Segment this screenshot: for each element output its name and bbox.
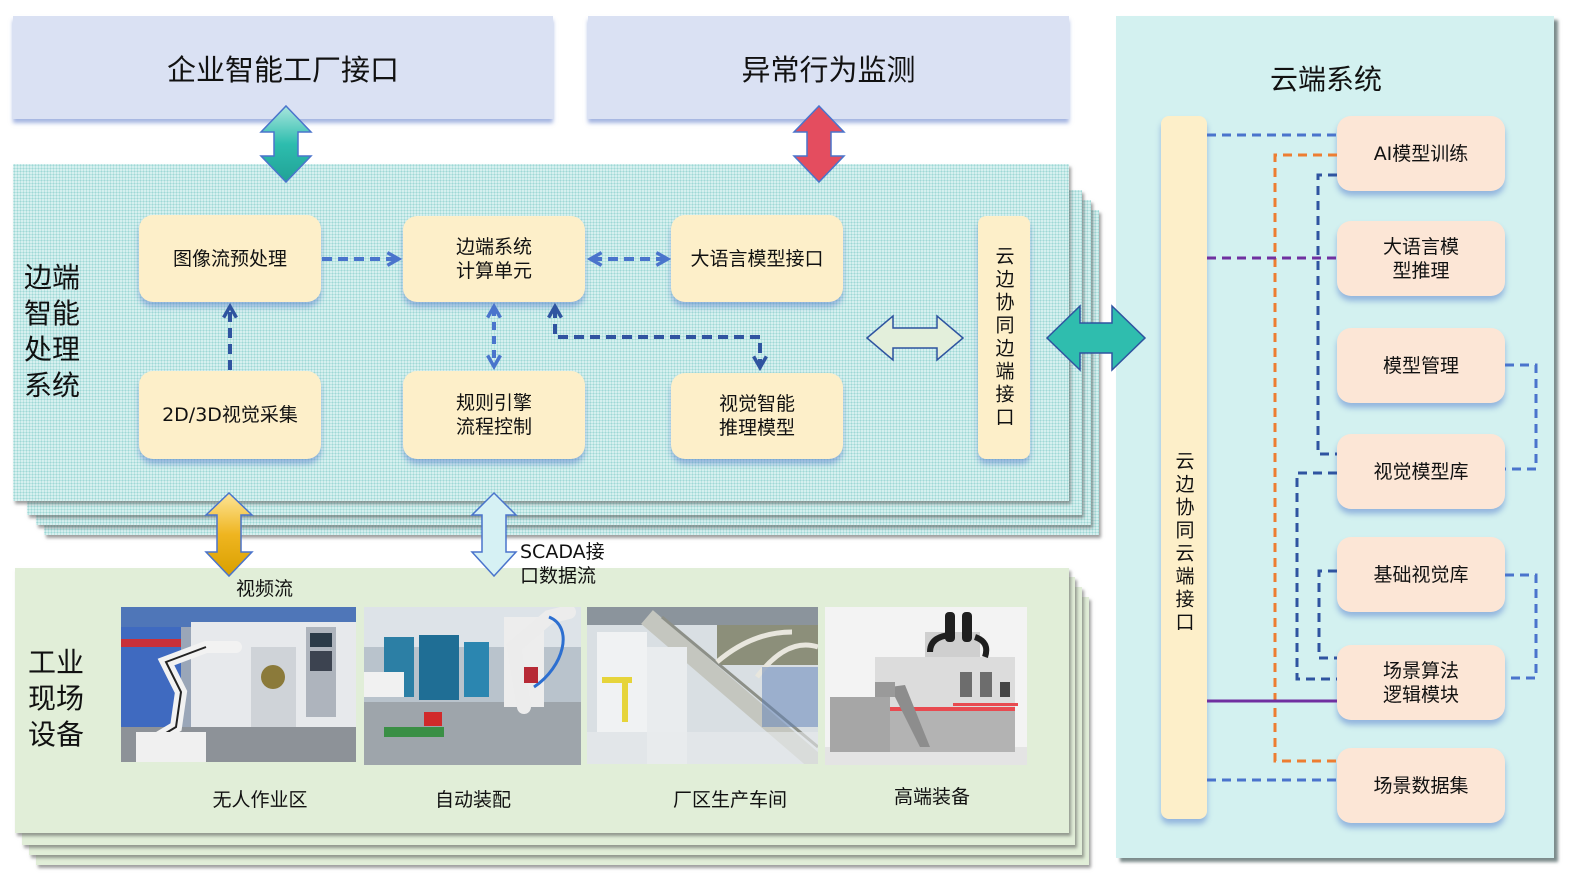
- llm-interface-module[interactable]: 大语言模型接口: [671, 215, 843, 302]
- assembly-line-photo: [364, 607, 581, 765]
- scada-stream-label: SCADA接 口数据流: [520, 541, 605, 587]
- robot-cnc-photo: [121, 607, 356, 762]
- cloud-module-ai-training[interactable]: AI模型训练: [1337, 116, 1505, 191]
- cloud-module-scene-algorithm[interactable]: 场景算法 逻辑模块: [1337, 645, 1505, 720]
- cloud-module-label: 场景数据集: [1373, 774, 1469, 797]
- cloud-module-label: 大语言模 型推理: [1382, 235, 1459, 282]
- rule-engine-module[interactable]: 规则引擎 流程控制: [403, 371, 585, 459]
- vision-capture-label: 2D/3D视觉采集: [162, 404, 298, 426]
- caption-high-end-equipment: 高端装备: [893, 786, 970, 808]
- enterprise-interface-label: 企业智能工厂接口: [166, 52, 399, 87]
- cloud-module-base-vision-library[interactable]: 基础视觉库: [1337, 537, 1505, 612]
- image-preprocess-label: 图像流预处理: [172, 247, 287, 270]
- enterprise-interface-box[interactable]: 企业智能工厂接口: [13, 16, 553, 119]
- caption-auto-assembly: 自动装配: [434, 789, 511, 811]
- cloud-module-model-management[interactable]: 模型管理: [1337, 328, 1505, 403]
- vision-capture-module[interactable]: 2D/3D视觉采集: [139, 371, 321, 459]
- cloud-module-label: 场景算法 逻辑模块: [1382, 659, 1459, 706]
- compute-unit-label: 边端系统 计算单元: [455, 236, 532, 282]
- machining-center-photo: [825, 607, 1027, 765]
- edge-cloud-interface-label: 云边协同边端接口: [992, 245, 1015, 430]
- vision-inference-module[interactable]: 视觉智能 推理模型: [671, 373, 843, 459]
- cloud-module-label: 基础视觉库: [1373, 563, 1469, 586]
- llm-interface-label: 大语言模型接口: [690, 247, 824, 270]
- cloud-module-scene-dataset[interactable]: 场景数据集: [1337, 748, 1505, 823]
- cloud-module-vision-model-library[interactable]: 视觉模型库: [1337, 434, 1505, 509]
- edge-section-title: 边端 智能 处理 系统: [24, 261, 81, 402]
- vision-inference-label: 视觉智能 推理模型: [718, 393, 795, 439]
- video-stream-label: 视频流: [236, 578, 294, 600]
- anomaly-monitoring-box[interactable]: 异常行为监测: [588, 16, 1069, 119]
- anomaly-monitoring-label: 异常行为监测: [741, 52, 916, 87]
- cloud-edge-interface[interactable]: 云边协同云端接口: [1161, 116, 1207, 819]
- cloud-section-title: 云端系统: [1270, 63, 1383, 96]
- cloud-module-label: 视觉模型库: [1373, 460, 1469, 483]
- factory-workshop-photo: [587, 607, 818, 764]
- image-preprocess-module[interactable]: 图像流预处理: [139, 215, 321, 302]
- caption-factory-workshop: 厂区生产车间: [672, 789, 787, 811]
- field-section-title: 工业 现场 设备: [28, 646, 85, 751]
- edge-cloud-interface[interactable]: 云边协同边端接口: [978, 216, 1030, 459]
- cloud-edge-interface-label: 云边协同云端接口: [1172, 450, 1195, 635]
- rule-engine-label: 规则引擎 流程控制: [455, 392, 532, 438]
- compute-unit-module[interactable]: 边端系统 计算单元: [403, 216, 585, 302]
- cloud-module-label: AI模型训练: [1373, 142, 1469, 165]
- cloud-module-label: 模型管理: [1382, 354, 1459, 377]
- caption-unmanned-zone: 无人作业区: [212, 789, 308, 811]
- cloud-module-llm-inference[interactable]: 大语言模 型推理: [1337, 221, 1505, 296]
